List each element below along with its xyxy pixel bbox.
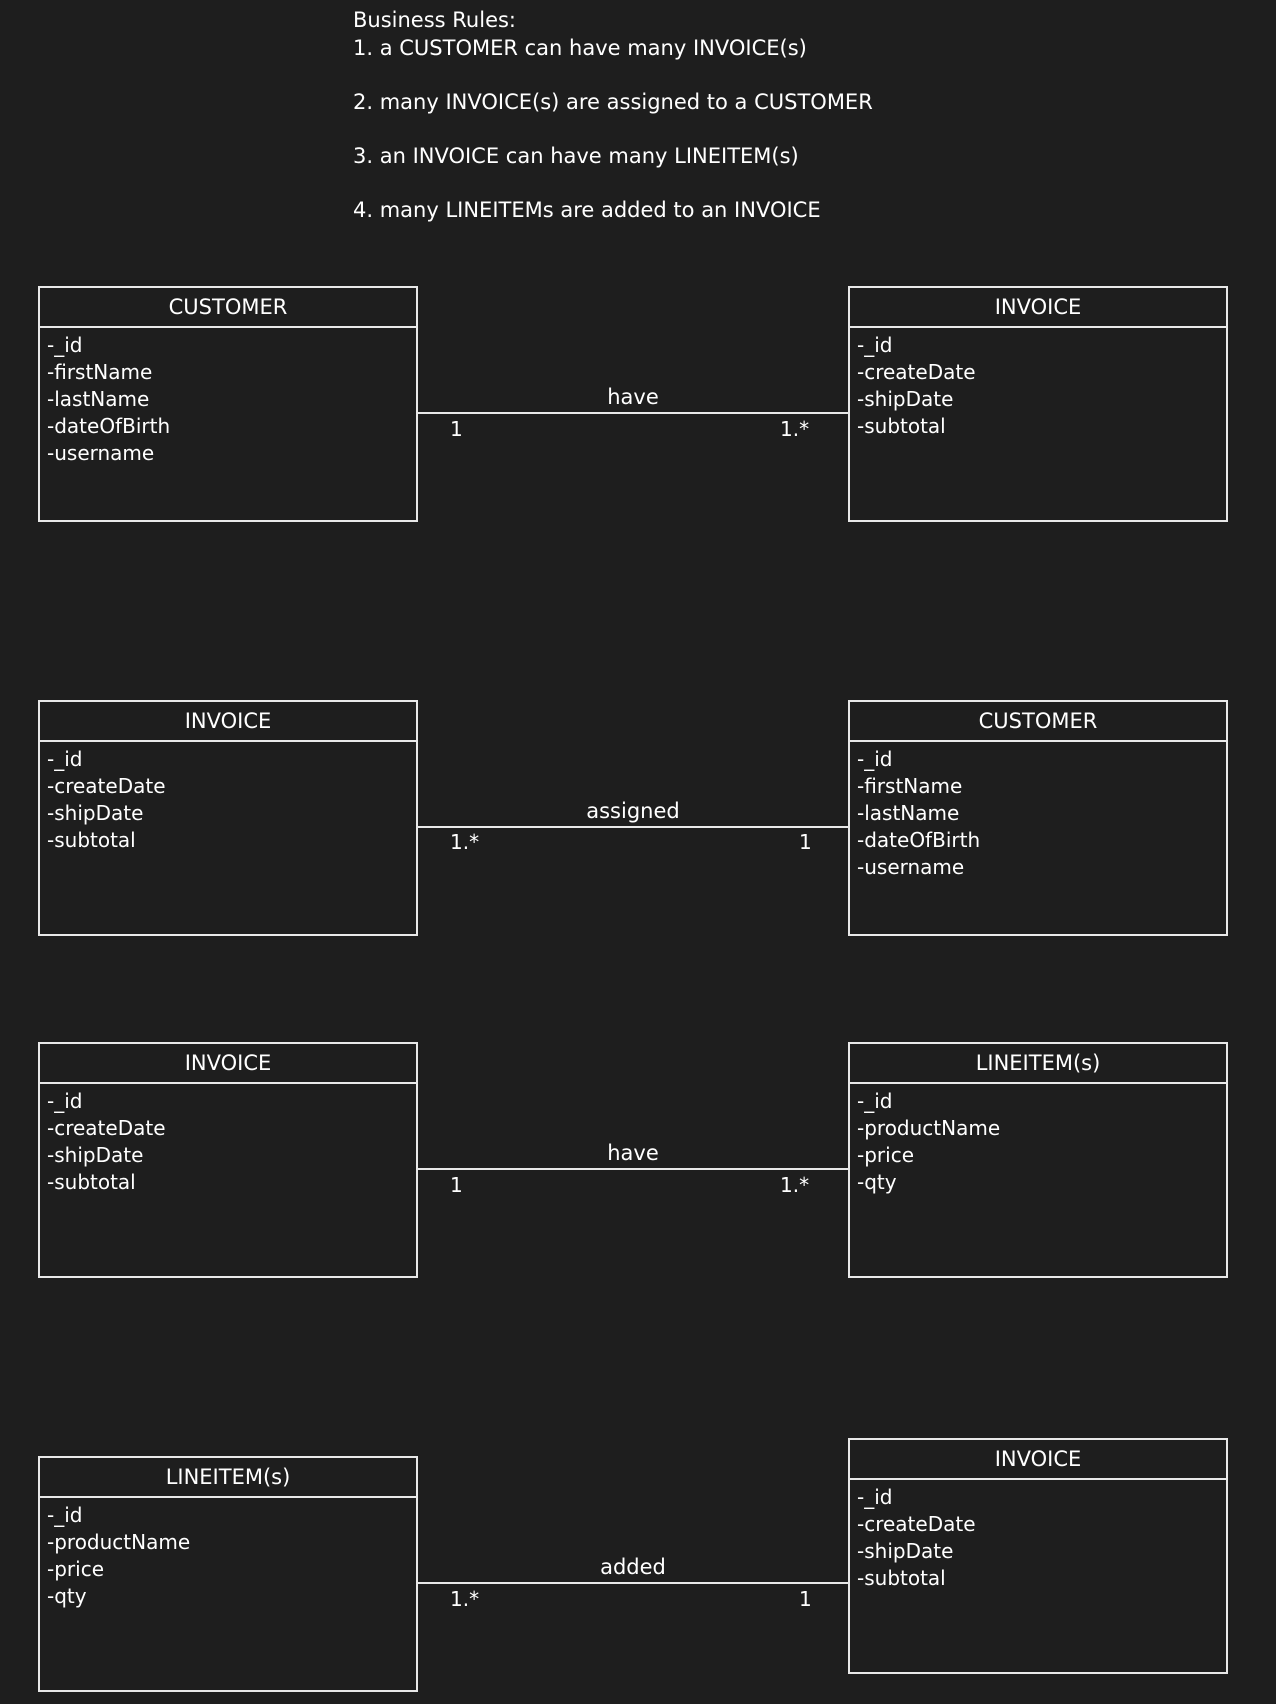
relationship-line [418, 1582, 848, 1584]
entity-invoice: INVOICE -_id -createDate -shipDate -subt… [38, 1042, 418, 1278]
relationship-label: assigned [586, 799, 680, 823]
entity-invoice: INVOICE -_id -createDate -shipDate -subt… [848, 1438, 1228, 1674]
attribute: -qty [47, 1584, 87, 1608]
attribute: -productName [47, 1530, 191, 1554]
business-rule-1: 1. a CUSTOMER can have many INVOICE(s) [353, 36, 807, 60]
right-multiplicity: 1 [799, 830, 812, 854]
attribute: -_id [857, 747, 893, 771]
right-multiplicity: 1 [799, 1587, 812, 1611]
entity-name: INVOICE [40, 702, 416, 742]
left-multiplicity: 1 [450, 1173, 463, 1197]
attribute: -createDate [857, 1512, 976, 1536]
business-rules: Business Rules: 1. a CUSTOMER can have m… [353, 6, 873, 224]
entity-name: INVOICE [850, 288, 1226, 328]
attribute-list: -_id -firstName -lastName -dateOfBirth -… [40, 328, 416, 467]
attribute: -username [857, 855, 965, 879]
right-multiplicity: 1.* [780, 1173, 810, 1197]
attribute: -subtotal [47, 828, 136, 852]
attribute: -_id [47, 1089, 83, 1113]
attribute-list: -_id -createDate -shipDate -subtotal [850, 1480, 1226, 1592]
attribute: -shipDate [47, 801, 144, 825]
relationship-label: have [607, 385, 659, 409]
left-multiplicity: 1 [450, 417, 463, 441]
attribute: -subtotal [857, 1566, 946, 1590]
attribute: -_id [47, 333, 83, 357]
attribute: -subtotal [47, 1170, 136, 1194]
attribute: -username [47, 441, 155, 465]
entity-name: CUSTOMER [40, 288, 416, 328]
attribute-list: -_id -createDate -shipDate -subtotal [40, 742, 416, 854]
entity-name: INVOICE [40, 1044, 416, 1084]
attribute: -_id [857, 333, 893, 357]
attribute: -price [857, 1143, 914, 1167]
left-multiplicity: 1.* [450, 830, 480, 854]
attribute: -shipDate [857, 1539, 954, 1563]
attribute: -_id [47, 1503, 83, 1527]
attribute: -shipDate [857, 387, 954, 411]
attribute: -dateOfBirth [857, 828, 981, 852]
business-rule-2: 2. many INVOICE(s) are assigned to a CUS… [353, 90, 873, 114]
entity-customer: CUSTOMER -_id -firstName -lastName -date… [38, 286, 418, 522]
relationship-label: have [607, 1141, 659, 1165]
attribute-list: -_id -productName -price -qty [850, 1084, 1226, 1196]
entity-name: CUSTOMER [850, 702, 1226, 742]
entity-name: LINEITEM(s) [850, 1044, 1226, 1084]
entity-name: LINEITEM(s) [40, 1458, 416, 1498]
attribute: -subtotal [857, 414, 946, 438]
attribute: -productName [857, 1116, 1001, 1140]
entity-lineitem: LINEITEM(s) -_id -productName -price -qt… [38, 1456, 418, 1692]
attribute: -_id [857, 1485, 893, 1509]
entity-customer: CUSTOMER -_id -firstName -lastName -date… [848, 700, 1228, 936]
entity-lineitem: LINEITEM(s) -_id -productName -price -qt… [848, 1042, 1228, 1278]
attribute-list: -_id -createDate -shipDate -subtotal [40, 1084, 416, 1196]
business-rule-4: 4. many LINEITEMs are added to an INVOIC… [353, 198, 821, 222]
attribute: -createDate [47, 774, 166, 798]
entity-name: INVOICE [850, 1440, 1226, 1480]
business-rules-title: Business Rules: [353, 8, 517, 32]
relationship-line [418, 1168, 848, 1170]
attribute: -createDate [857, 360, 976, 384]
attribute: -createDate [47, 1116, 166, 1140]
attribute: -lastName [857, 801, 960, 825]
relationship-label: added [600, 1555, 666, 1579]
left-multiplicity: 1.* [450, 1587, 480, 1611]
attribute: -shipDate [47, 1143, 144, 1167]
attribute: -price [47, 1557, 104, 1581]
business-rule-3: 3. an INVOICE can have many LINEITEM(s) [353, 144, 799, 168]
attribute: -qty [857, 1170, 897, 1194]
relationship-line [418, 412, 848, 414]
right-multiplicity: 1.* [780, 417, 810, 441]
entity-invoice: INVOICE -_id -createDate -shipDate -subt… [38, 700, 418, 936]
attribute: -_id [47, 747, 83, 771]
attribute-list: -_id -firstName -lastName -dateOfBirth -… [850, 742, 1226, 881]
attribute: -dateOfBirth [47, 414, 171, 438]
attribute: -firstName [857, 774, 963, 798]
attribute: -_id [857, 1089, 893, 1113]
attribute: -lastName [47, 387, 150, 411]
attribute: -firstName [47, 360, 153, 384]
attribute-list: -_id -createDate -shipDate -subtotal [850, 328, 1226, 440]
attribute-list: -_id -productName -price -qty [40, 1498, 416, 1610]
entity-invoice: INVOICE -_id -createDate -shipDate -subt… [848, 286, 1228, 522]
relationship-line [418, 826, 848, 828]
